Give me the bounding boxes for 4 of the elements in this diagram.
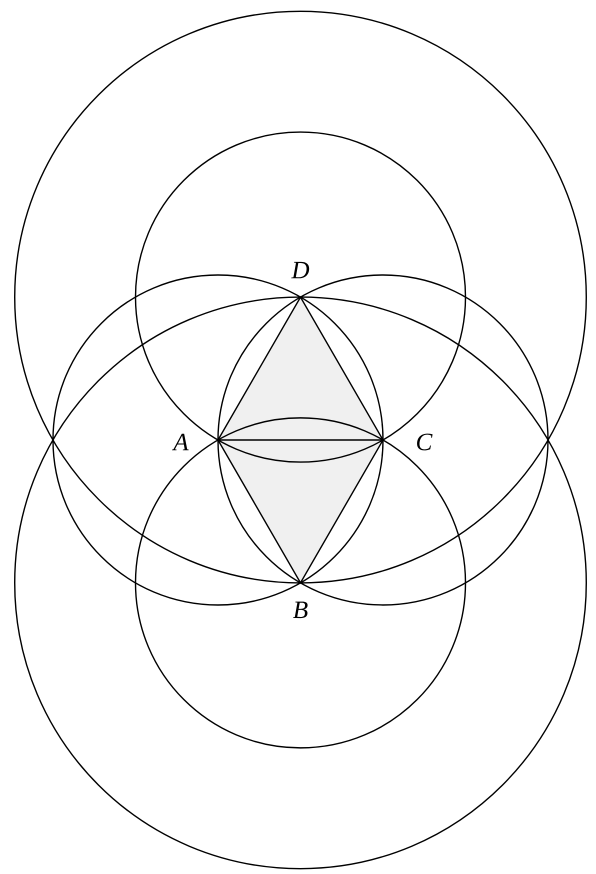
point-label: A	[172, 434, 189, 450]
point-label: D	[291, 262, 310, 278]
point-label: C	[417, 434, 433, 450]
point-label: B	[293, 602, 308, 618]
